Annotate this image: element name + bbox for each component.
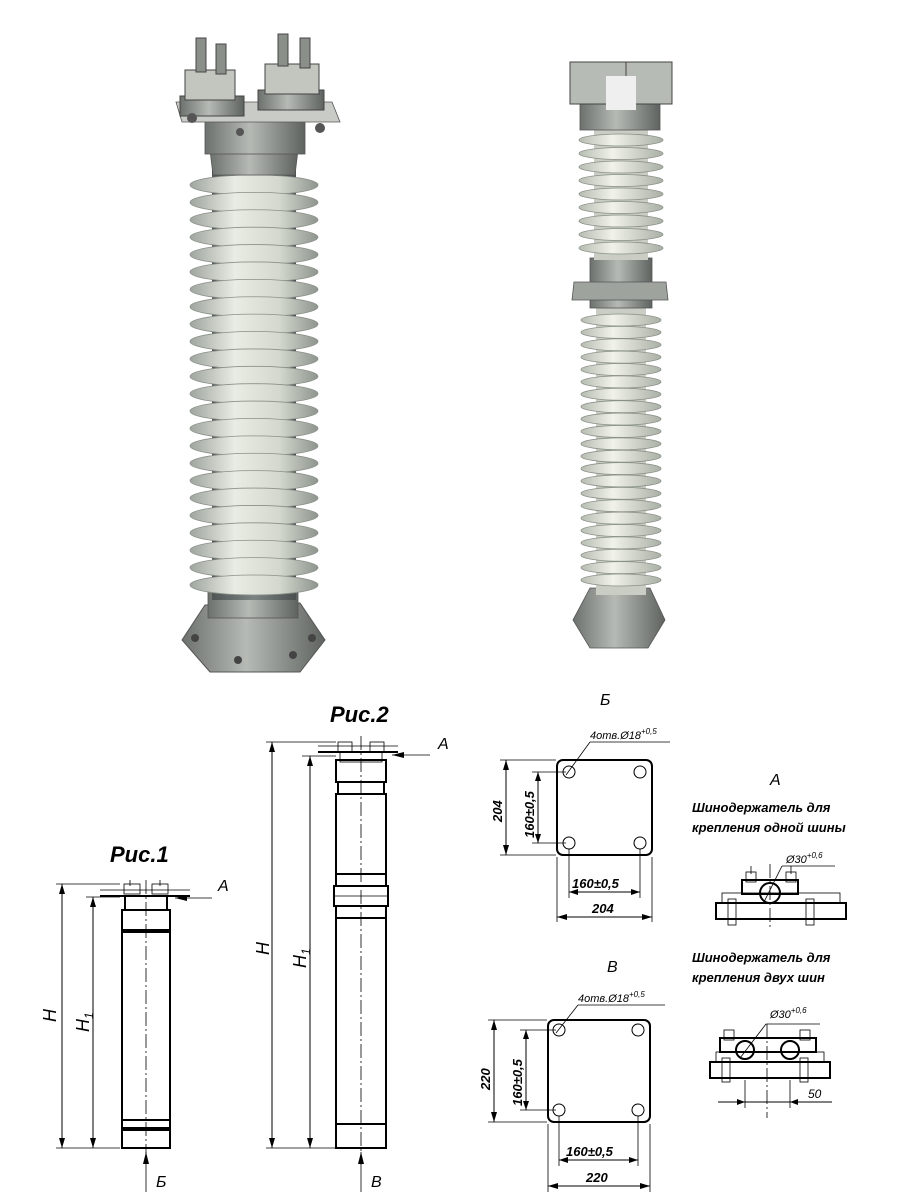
shed [580, 524, 662, 537]
shed [580, 412, 662, 426]
flange-view-V: В 4отв.Ø18+0,5 220 160±0,5 160±0,5 [478, 959, 665, 1192]
shed [578, 187, 664, 201]
view-A-label-fig1: А [217, 878, 229, 895]
shed [580, 313, 662, 327]
shed [580, 375, 662, 389]
shed [580, 499, 662, 513]
shed [580, 573, 662, 587]
shed [578, 241, 664, 255]
flange-B-pitch-vertical: 160±0,5 [522, 790, 537, 838]
flange-B-height: 204 [490, 800, 505, 823]
shed [580, 400, 662, 414]
shed [580, 363, 662, 376]
shed [580, 387, 662, 401]
figure-1-title: Рис.1 [110, 842, 169, 867]
figure-2-title: Рис.2 [330, 702, 389, 727]
insulator-sheds-upper [578, 133, 664, 255]
shed [580, 350, 662, 364]
clamp-double-title-1: Шинодержатель для [692, 950, 831, 965]
flange-B-pitch-horizontal: 160±0,5 [572, 876, 620, 891]
clamp-single-title-1: Шинодержатель для [692, 800, 831, 815]
view-B-title: Б [600, 692, 610, 709]
flange-V-height: 220 [478, 1068, 493, 1091]
shed [578, 228, 664, 241]
shed [578, 147, 664, 160]
view-A-title: А [769, 772, 781, 789]
shed [580, 548, 662, 562]
shed [578, 174, 664, 187]
insulator-sheds-lower [580, 313, 662, 587]
shed [580, 437, 662, 451]
flange-B-width: 204 [591, 901, 614, 916]
shed [580, 449, 662, 463]
shed [580, 425, 662, 438]
insulator-photo-1 [175, 33, 341, 673]
clamp-double-drawing: Ø30+0,6 50 [709, 1006, 832, 1118]
shed [580, 462, 662, 475]
shed [580, 474, 662, 488]
clamp-double-bore: Ø30+0,6 [769, 1006, 807, 1021]
shed [580, 338, 662, 352]
shed [189, 574, 319, 596]
clamp-double-title-2: крепления двух шин [692, 970, 825, 985]
shed [578, 133, 664, 147]
clamp-single-title-2: крепления одной шины [692, 820, 846, 835]
shed [578, 160, 664, 174]
view-A-label-fig2: А [437, 736, 449, 753]
dimension-H-fig2: H [253, 941, 273, 955]
dimension-H-fig1: H [40, 1008, 60, 1022]
shed [580, 536, 662, 550]
flange-V-width: 220 [585, 1170, 608, 1185]
holes-callout-B: 4отв.Ø18+0,5 [590, 727, 657, 742]
insulator-sheds [189, 174, 319, 596]
clamp-views-A: А Шинодержатель для крепления одной шины… [692, 772, 847, 1118]
flange-V-pitch-vertical: 160±0,5 [510, 1058, 525, 1106]
flange-view-B: Б 4отв.Ø18+0,5 204 160±0,5 160±0,5 [490, 692, 670, 922]
figure-1-drawing: Рис.1 H H1 А Б [40, 842, 229, 1192]
dimension-H1-fig2: H1 [290, 948, 313, 968]
view-B-label-fig1: Б [156, 1174, 166, 1191]
flange-V-pitch-horizontal: 160±0,5 [566, 1144, 614, 1159]
holes-callout-V: 4отв.Ø18+0,5 [578, 990, 645, 1005]
shed [580, 511, 662, 525]
clamp-single-bore: Ø30+0,6 [785, 851, 823, 866]
shed [580, 561, 662, 575]
flange-outline-220 [547, 1019, 651, 1123]
insulator-photo-2 [569, 61, 673, 649]
shed [578, 201, 664, 214]
figure-2-drawing: Рис.2 H H1 А В [253, 702, 449, 1192]
shed [578, 214, 664, 228]
clamp-single-drawing: Ø30+0,6 [715, 851, 847, 930]
view-V-label-fig2: В [371, 1174, 382, 1191]
shed [580, 486, 662, 500]
dimension-H1-fig1: H1 [73, 1012, 96, 1032]
clamp-double-spacing: 50 [808, 1087, 822, 1101]
flange-outline-204 [556, 759, 653, 856]
shed [580, 325, 662, 339]
view-V-title: В [607, 959, 618, 976]
